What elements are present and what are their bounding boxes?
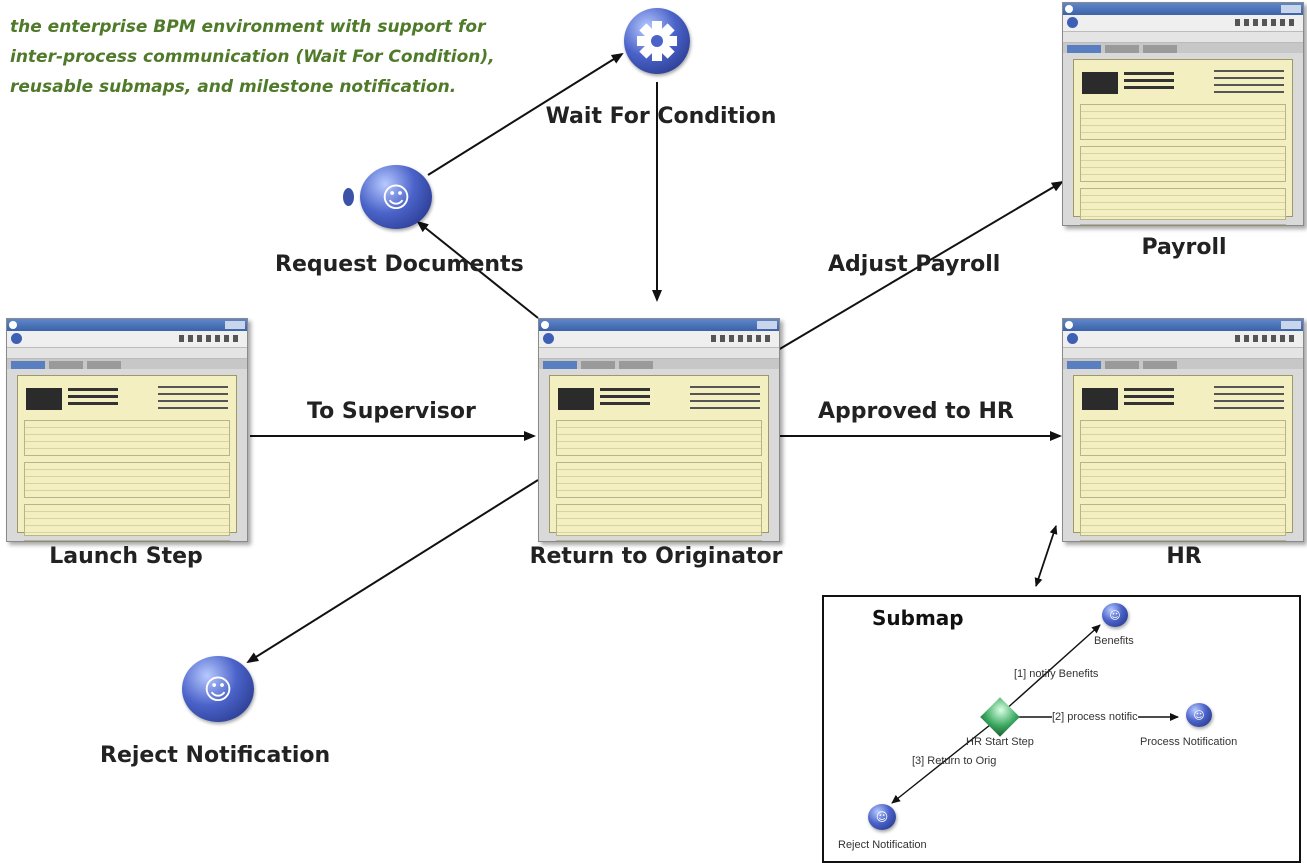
window-titlebar — [1063, 319, 1303, 331]
window-toolbar — [7, 348, 247, 359]
process-notific-label: [2] process notific — [1052, 711, 1138, 723]
intro-line-3: reusable submaps, and milestone notifica… — [10, 77, 457, 97]
submap-title: Submap — [872, 606, 964, 630]
milestone-diamond-icon — [343, 188, 354, 206]
hr-start-step-label: HR Start Step — [966, 736, 1034, 748]
process-notification-icon[interactable]: ☺ — [1186, 703, 1212, 727]
gear-icon — [637, 21, 677, 61]
window-toolbar — [1063, 32, 1303, 43]
form-logo — [1082, 72, 1118, 94]
wait-for-condition-label: Wait For Condition — [545, 104, 777, 129]
request-documents-label: Request Documents — [275, 252, 524, 277]
benefits-label: Benefits — [1094, 635, 1134, 647]
user-head-icon: ☺ — [381, 180, 411, 214]
notify-benefits-label: [1] notify Benefits — [1014, 668, 1099, 680]
request-documents-icon[interactable]: ☺ — [360, 165, 432, 229]
edge-return-to-reject — [246, 479, 539, 664]
window-titlebar — [7, 319, 247, 331]
payroll-form-window[interactable] — [1062, 2, 1304, 226]
benefits-icon[interactable]: ☺ — [1102, 603, 1128, 627]
process-notification-label: Process Notification — [1140, 736, 1238, 748]
hr-form-window[interactable] — [1062, 318, 1304, 542]
payroll-label: Payroll — [1141, 235, 1227, 260]
leave-request-form — [1073, 59, 1293, 225]
window-titlebar — [1063, 3, 1303, 15]
window-menubar — [1063, 331, 1303, 348]
approved-to-hr-label: Approved to HR — [818, 399, 1014, 424]
window-tabs — [1063, 359, 1303, 369]
form-logo — [558, 388, 594, 410]
leave-request-form — [549, 375, 769, 541]
window-toolbar — [1063, 348, 1303, 359]
form-logo — [1082, 388, 1118, 410]
leave-request-form — [17, 375, 237, 541]
wait-for-condition-gear-icon[interactable] — [624, 8, 690, 74]
window-menubar — [539, 331, 779, 348]
window-toolbar — [539, 348, 779, 359]
hr-label: HR — [1166, 544, 1202, 569]
form-logo — [26, 388, 62, 410]
window-menubar — [7, 331, 247, 348]
submap-panel: Submap ☺ Benefits [1] notify Benefits [2… — [822, 595, 1301, 863]
leave-request-form — [1073, 375, 1293, 541]
edge-request-to-wait — [427, 52, 624, 176]
submap-reject-notification-label: Reject Notification — [838, 839, 927, 851]
intro-line-1: the enterprise BPM environment with supp… — [10, 17, 486, 37]
reject-notification-icon[interactable]: ☺ — [182, 656, 254, 722]
user-head-icon: ☺ — [203, 672, 233, 706]
to-supervisor-label: To Supervisor — [307, 399, 476, 424]
edge-return-to-request — [416, 220, 539, 319]
window-tabs — [539, 359, 779, 369]
return-to-orig-label: [3] Return to Orig — [912, 755, 997, 767]
launch-step-label: Launch Step — [49, 544, 203, 569]
window-menubar — [1063, 15, 1303, 32]
window-tabs — [7, 359, 247, 369]
return-to-originator-label: Return to Originator — [529, 544, 783, 569]
launch-step-form-window[interactable] — [6, 318, 248, 542]
intro-text: the enterprise BPM environment with supp… — [10, 0, 530, 102]
adjust-payroll-label: Adjust Payroll — [828, 252, 1001, 277]
return-to-originator-form-window[interactable] — [538, 318, 780, 542]
intro-line-2: inter-process communication (Wait For Co… — [10, 47, 495, 67]
edge-hr-submap — [1034, 525, 1058, 587]
window-titlebar — [539, 319, 779, 331]
edge-return-to-payroll — [777, 180, 1064, 351]
reject-notification-label: Reject Notification — [100, 743, 331, 768]
submap-reject-notification-icon[interactable]: ☺ — [868, 804, 896, 830]
window-tabs — [1063, 43, 1303, 53]
